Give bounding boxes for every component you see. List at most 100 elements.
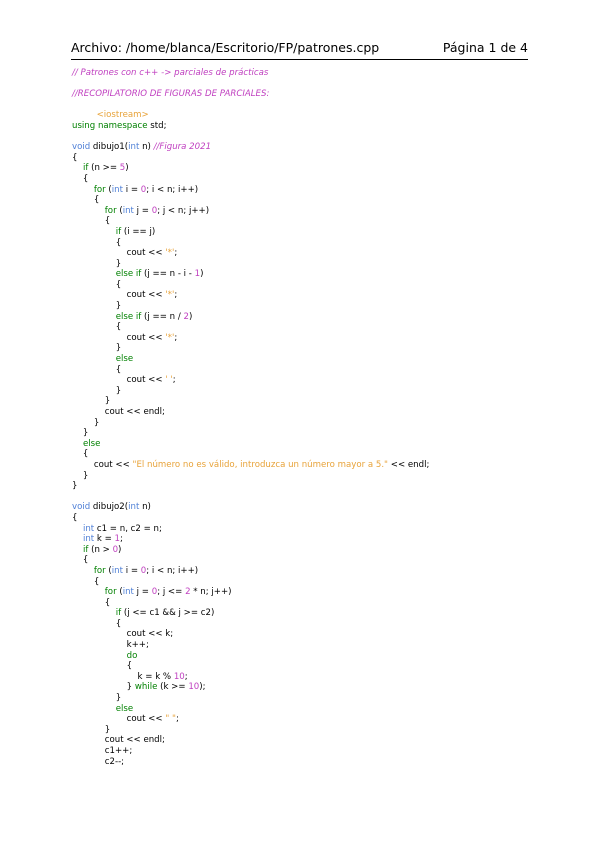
code-token: else [115, 703, 134, 714]
code-token: k = [94, 534, 115, 545]
code-line: if (j <= c1 && j >= c2) [72, 608, 532, 619]
code-line: cout << "El número no es válido, introdu… [72, 460, 532, 471]
code-line: } [72, 418, 532, 429]
code-token: "El número no es válido, introduzca un n… [132, 459, 389, 470]
code-token: { [72, 597, 111, 608]
code-line: { [72, 449, 532, 460]
code-token: else if [115, 269, 142, 280]
code-token: 0 [140, 565, 147, 576]
code-line: } [72, 301, 532, 312]
code-token: { [72, 322, 122, 333]
code-token: ; i < n; i++) [146, 565, 199, 576]
code-token: ( [116, 205, 123, 216]
code-line: { [72, 555, 532, 566]
code-token: (n >= [88, 163, 120, 174]
code-line: } [72, 386, 532, 397]
code-line: c1++; [72, 746, 532, 757]
code-token: int [128, 142, 140, 153]
code-token: 1 [114, 534, 120, 545]
code-line: } [72, 481, 532, 492]
code-line: } [72, 693, 532, 704]
code-token: { [72, 279, 122, 290]
code-token: ( [116, 587, 123, 598]
code-token: { [72, 173, 89, 184]
code-token: if [82, 163, 89, 174]
code-token: cout << endl; [72, 735, 165, 746]
code-token [72, 704, 116, 714]
code-token: ; [174, 332, 178, 343]
code-token: 2 [185, 587, 191, 598]
code-token [72, 587, 105, 597]
code-token: ; [174, 290, 178, 301]
code-token: void [72, 142, 91, 153]
code-token: (i == j) [121, 226, 156, 237]
code-token: { [72, 152, 78, 163]
code-line: { [72, 195, 532, 206]
code-token: ; j <= [157, 587, 186, 598]
code-token: int [111, 565, 123, 576]
code-line: { [72, 174, 532, 185]
code-line: { [72, 365, 532, 376]
code-token: int [82, 534, 95, 545]
code-token: 0 [151, 205, 158, 216]
code-token: for [93, 184, 106, 195]
code-line: cout << endl; [72, 407, 532, 418]
code-line: int c1 = n, c2 = n; [72, 524, 532, 535]
file-path-label: Archivo: /home/blanca/Escritorio/FP/patr… [71, 40, 380, 55]
code-token: * n; j++) [190, 587, 232, 598]
code-token: c1 = n, c2 = n; [94, 523, 162, 534]
code-line: for (int i = 0; i < n; i++) [72, 566, 532, 577]
code-token: ; [174, 248, 178, 259]
code-line [72, 79, 532, 90]
code-token: void [72, 502, 91, 513]
code-token: { [72, 512, 78, 523]
code-token: cout << [72, 290, 166, 301]
code-line: void dibujo2(int n) [72, 502, 532, 513]
code-token: c1++; [72, 746, 133, 756]
code-line: if (n >= 5) [72, 163, 532, 174]
code-token: { [72, 576, 100, 587]
code-line: k = k % 10; [72, 672, 532, 683]
code-token: { [72, 555, 89, 566]
code-token: { [72, 195, 100, 206]
code-token [72, 651, 127, 661]
code-token: std; [147, 120, 167, 131]
code-token: 1 [194, 269, 201, 280]
code-token: '*' [165, 332, 175, 343]
code-token: " " [165, 714, 176, 725]
code-token: int [128, 502, 140, 513]
code-line: c2--; [72, 757, 532, 768]
code-token: (j <= c1 && j >= c2) [121, 608, 215, 619]
code-line: if (n > 0) [72, 545, 532, 556]
code-token: (n > [88, 544, 113, 555]
code-line: { [72, 322, 532, 333]
code-token [72, 439, 83, 449]
code-token: int [122, 205, 134, 216]
code-line: { [72, 577, 532, 588]
code-line: { [72, 513, 532, 524]
code-token [72, 206, 105, 216]
code-line: //RECOPILATORIO DE FIGURAS DE PARCIALES: [72, 89, 532, 100]
code-line: { [72, 153, 532, 164]
code-token: } [72, 417, 100, 428]
code-token: dibujo1( [90, 142, 129, 153]
code-token: } [72, 724, 111, 735]
code-token: i = [123, 184, 141, 195]
code-line: } [72, 343, 532, 354]
code-token: do [126, 650, 138, 661]
code-line: cout << '*'; [72, 290, 532, 301]
code-token: ; j < n; j++) [157, 205, 210, 216]
code-token: ' ' [165, 375, 173, 386]
code-line: for (int i = 0; i < n; i++) [72, 185, 532, 196]
code-token: << endl; [388, 459, 430, 470]
code-token: } [72, 301, 122, 312]
code-token: k++; [72, 640, 149, 651]
code-token [72, 269, 116, 279]
code-token: ) [188, 311, 193, 322]
code-token: } [72, 343, 122, 354]
code-line: <iostream> [72, 110, 532, 121]
code-line: } [72, 471, 532, 482]
code-token [72, 354, 116, 364]
code-token: cout << k; [72, 629, 174, 640]
